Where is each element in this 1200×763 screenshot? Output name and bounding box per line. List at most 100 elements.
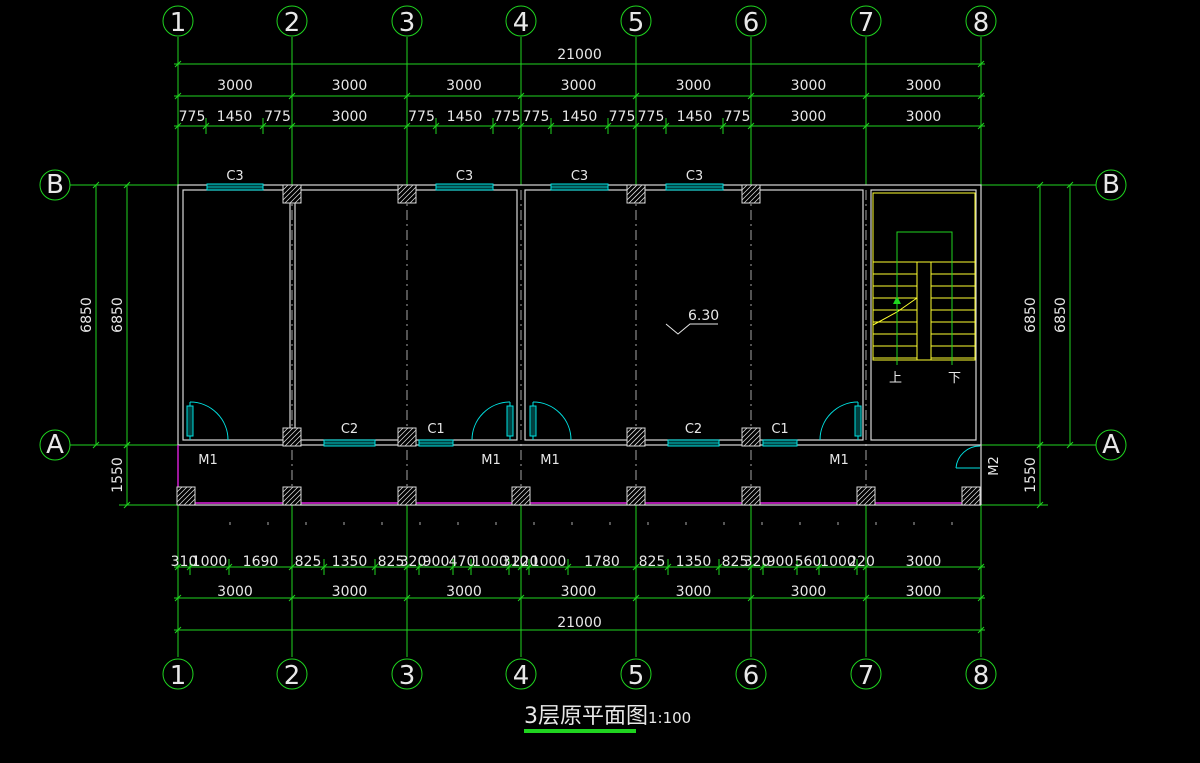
column-hatch bbox=[626, 486, 633, 493]
dim-tick bbox=[547, 122, 555, 130]
column-hatch bbox=[626, 486, 643, 503]
column-hatch bbox=[399, 488, 417, 506]
dim-tick bbox=[747, 594, 755, 602]
bay-dim-bottom-label: 3000 bbox=[332, 584, 368, 600]
column-hatch bbox=[284, 488, 302, 506]
column bbox=[511, 486, 531, 506]
door-swing bbox=[532, 401, 572, 441]
detail-dim-top-label: 775 bbox=[609, 109, 636, 125]
column-hatch bbox=[748, 191, 761, 204]
column-hatch bbox=[282, 427, 294, 439]
axis-grid-lines bbox=[170, 184, 990, 500]
column-hatch bbox=[409, 498, 417, 506]
column bbox=[741, 486, 761, 506]
axis-bubble-right bbox=[1095, 169, 1127, 201]
column-hatch bbox=[513, 488, 531, 506]
dim-tick bbox=[467, 563, 475, 571]
column-hatch bbox=[626, 427, 633, 434]
dim-tick bbox=[174, 626, 182, 634]
axis-bubble-top bbox=[965, 5, 997, 37]
bay-dim-bottom-label: 3000 bbox=[676, 584, 712, 600]
detail-dim-bottom-label: 560 bbox=[795, 554, 822, 570]
column bbox=[741, 427, 761, 447]
depth-dim-right-inner-label: 6850 bbox=[1023, 297, 1039, 333]
bay-dim-bottom-label: 3000 bbox=[561, 584, 597, 600]
bay-dim-bottom-label: 3000 bbox=[791, 584, 827, 600]
dim-tick bbox=[92, 181, 100, 189]
column-hatch bbox=[188, 498, 196, 506]
axis-bubble-bottom bbox=[162, 658, 194, 690]
detail-dim-bottom-label: 470 bbox=[449, 554, 476, 570]
dim-tick bbox=[517, 92, 525, 100]
column-hatch bbox=[873, 503, 876, 506]
column-hatch bbox=[633, 434, 646, 447]
column-hatch bbox=[628, 488, 646, 506]
dim-tick bbox=[288, 122, 296, 130]
detail-dim-top-label: 1450 bbox=[562, 109, 598, 125]
dim-tick bbox=[564, 563, 572, 571]
column-hatch bbox=[741, 184, 753, 196]
dim-tick bbox=[288, 594, 296, 602]
dim-tick bbox=[632, 92, 640, 100]
column-hatch bbox=[741, 486, 748, 493]
column-hatch bbox=[409, 196, 417, 204]
column-hatch bbox=[741, 427, 748, 434]
room-wall bbox=[294, 189, 518, 441]
detail-dim-bottom-label: 320 bbox=[744, 554, 771, 570]
column-hatch bbox=[973, 498, 981, 506]
column bbox=[397, 486, 417, 506]
column-hatch bbox=[961, 486, 978, 503]
column-hatch bbox=[282, 427, 299, 444]
column-hatch bbox=[282, 184, 299, 201]
column-hatch bbox=[643, 444, 646, 447]
detail-dim-bottom-label: 1780 bbox=[584, 554, 620, 570]
column-hatch bbox=[626, 184, 638, 196]
bay-dim-top-label: 3000 bbox=[332, 78, 368, 94]
bay-dim-bottom-label: 3000 bbox=[217, 584, 253, 600]
drawing-title: 3层原平面图 bbox=[524, 704, 648, 729]
column-hatch bbox=[294, 498, 302, 506]
dim-tick bbox=[517, 122, 525, 130]
dim-tick bbox=[186, 563, 194, 571]
axis-bubble-top bbox=[276, 5, 308, 37]
window-label: C2 bbox=[341, 422, 358, 437]
axis-label: 4 bbox=[513, 8, 530, 38]
column-hatch bbox=[397, 427, 414, 444]
door-swing bbox=[955, 445, 981, 469]
column-hatch bbox=[633, 493, 646, 506]
column bbox=[961, 486, 981, 506]
dim-tick bbox=[525, 563, 533, 571]
column-hatch bbox=[294, 439, 302, 447]
column bbox=[282, 486, 302, 506]
door-swing bbox=[189, 401, 229, 441]
column-hatch bbox=[743, 488, 761, 506]
column-hatch bbox=[741, 184, 748, 191]
axis-label: 1 bbox=[170, 8, 187, 38]
axis-label: A bbox=[1102, 430, 1120, 460]
dim-tick bbox=[371, 563, 379, 571]
column-hatch bbox=[284, 186, 302, 204]
column-hatch bbox=[856, 486, 863, 493]
dim-tick bbox=[862, 594, 870, 602]
detail-dim-top-label: 775 bbox=[264, 109, 291, 125]
dim-tick bbox=[862, 563, 870, 571]
dim-tick bbox=[174, 122, 182, 130]
column-hatch bbox=[741, 427, 758, 444]
column-hatch bbox=[282, 486, 294, 498]
axis-label: 2 bbox=[284, 661, 301, 691]
stair-down-label: 下 bbox=[948, 371, 961, 386]
dim-tick bbox=[719, 122, 727, 130]
window-label: C3 bbox=[456, 169, 473, 184]
dim-tick bbox=[1066, 441, 1074, 449]
door-label: M2 bbox=[987, 456, 1002, 476]
dim-tick bbox=[174, 60, 182, 68]
dim-tick bbox=[403, 92, 411, 100]
column-hatch bbox=[968, 493, 981, 506]
column-hatch bbox=[282, 427, 289, 434]
dim-tick bbox=[288, 92, 296, 100]
axis-label: A bbox=[46, 430, 64, 460]
axis-label: 3 bbox=[399, 8, 416, 38]
column-hatch bbox=[284, 429, 302, 447]
axis-bubble-bottom bbox=[965, 658, 997, 690]
detail-dim-top-label: 1450 bbox=[447, 109, 483, 125]
